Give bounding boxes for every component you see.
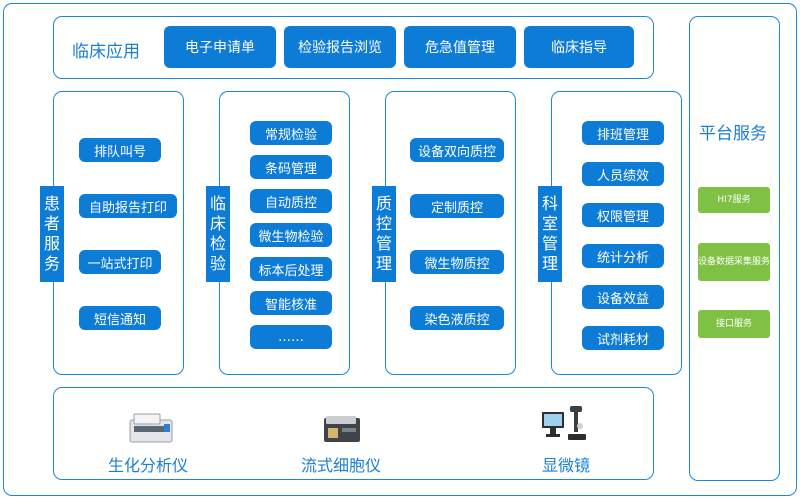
clinical-button-e-request[interactable]: 电子申请单 (164, 26, 276, 68)
lab-item-auto-qc[interactable]: 自动质控 (250, 189, 332, 213)
platform-item-interface[interactable]: 接口服务 (698, 310, 770, 338)
qc-item-microbiology[interactable]: 微生物质控 (410, 250, 504, 274)
platform-item-device-data[interactable]: 设备数据采集服务 (698, 243, 770, 281)
device-biochemical-analyzer-label: 生化分析仪 (108, 456, 189, 475)
qc-item-device-bidirectional[interactable]: 设备双向质控 (410, 138, 504, 162)
qc-item-stain[interactable]: 染色液质控 (410, 306, 504, 330)
qc-item-custom[interactable]: 定制质控 (410, 194, 504, 218)
device-microscope-label: 显微镜 (542, 456, 591, 475)
lab-item-more[interactable]: …… (250, 325, 332, 349)
dept-item-reagents[interactable]: 试剂耗材 (582, 326, 664, 350)
clinical-button-guidance[interactable]: 临床指导 (524, 26, 634, 68)
patient-item-one-stop-print[interactable]: 一站式打印 (79, 250, 161, 274)
flow-cytometer-icon (324, 416, 360, 442)
lab-item-barcode[interactable]: 条码管理 (250, 155, 332, 179)
dept-item-performance[interactable]: 人员绩效 (582, 162, 664, 186)
dept-item-permissions[interactable]: 权限管理 (582, 203, 664, 227)
platform-item-hi7[interactable]: HI7服务 (698, 187, 770, 213)
clinical-button-report-browse[interactable]: 检验报告浏览 (284, 26, 396, 68)
microscope-icon (542, 406, 586, 440)
dept-item-schedule[interactable]: 排班管理 (582, 121, 664, 145)
dept-item-statistics[interactable]: 统计分析 (582, 244, 664, 268)
clinical-app-title: 临床应用 (72, 42, 140, 62)
patient-services-label: 患者服务 (40, 186, 64, 282)
device-flow-cytometer-label: 流式细胞仪 (301, 456, 382, 475)
patient-item-self-print[interactable]: 自助报告打印 (79, 194, 177, 218)
lab-item-smart-approve[interactable]: 智能核准 (250, 291, 332, 315)
lab-item-sample-post[interactable]: 标本后处理 (250, 257, 332, 281)
patient-item-sms[interactable]: 短信通知 (79, 306, 161, 330)
patient-services-panel (53, 91, 184, 375)
platform-services-title: 平台服务 (699, 124, 767, 144)
biochemical-analyzer-icon (129, 413, 173, 443)
dept-label: 科室管理 (538, 186, 562, 282)
qc-label: 质控管理 (372, 186, 396, 282)
clinical-button-critical-value[interactable]: 危急值管理 (404, 26, 516, 68)
dept-item-device-benefit[interactable]: 设备效益 (582, 285, 664, 309)
lab-item-routine[interactable]: 常规检验 (250, 121, 332, 145)
qc-panel (385, 91, 516, 375)
clinical-lab-label: 临床检验 (206, 186, 230, 282)
lab-item-microbiology[interactable]: 微生物检验 (250, 223, 332, 247)
patient-item-queue[interactable]: 排队叫号 (79, 138, 161, 162)
